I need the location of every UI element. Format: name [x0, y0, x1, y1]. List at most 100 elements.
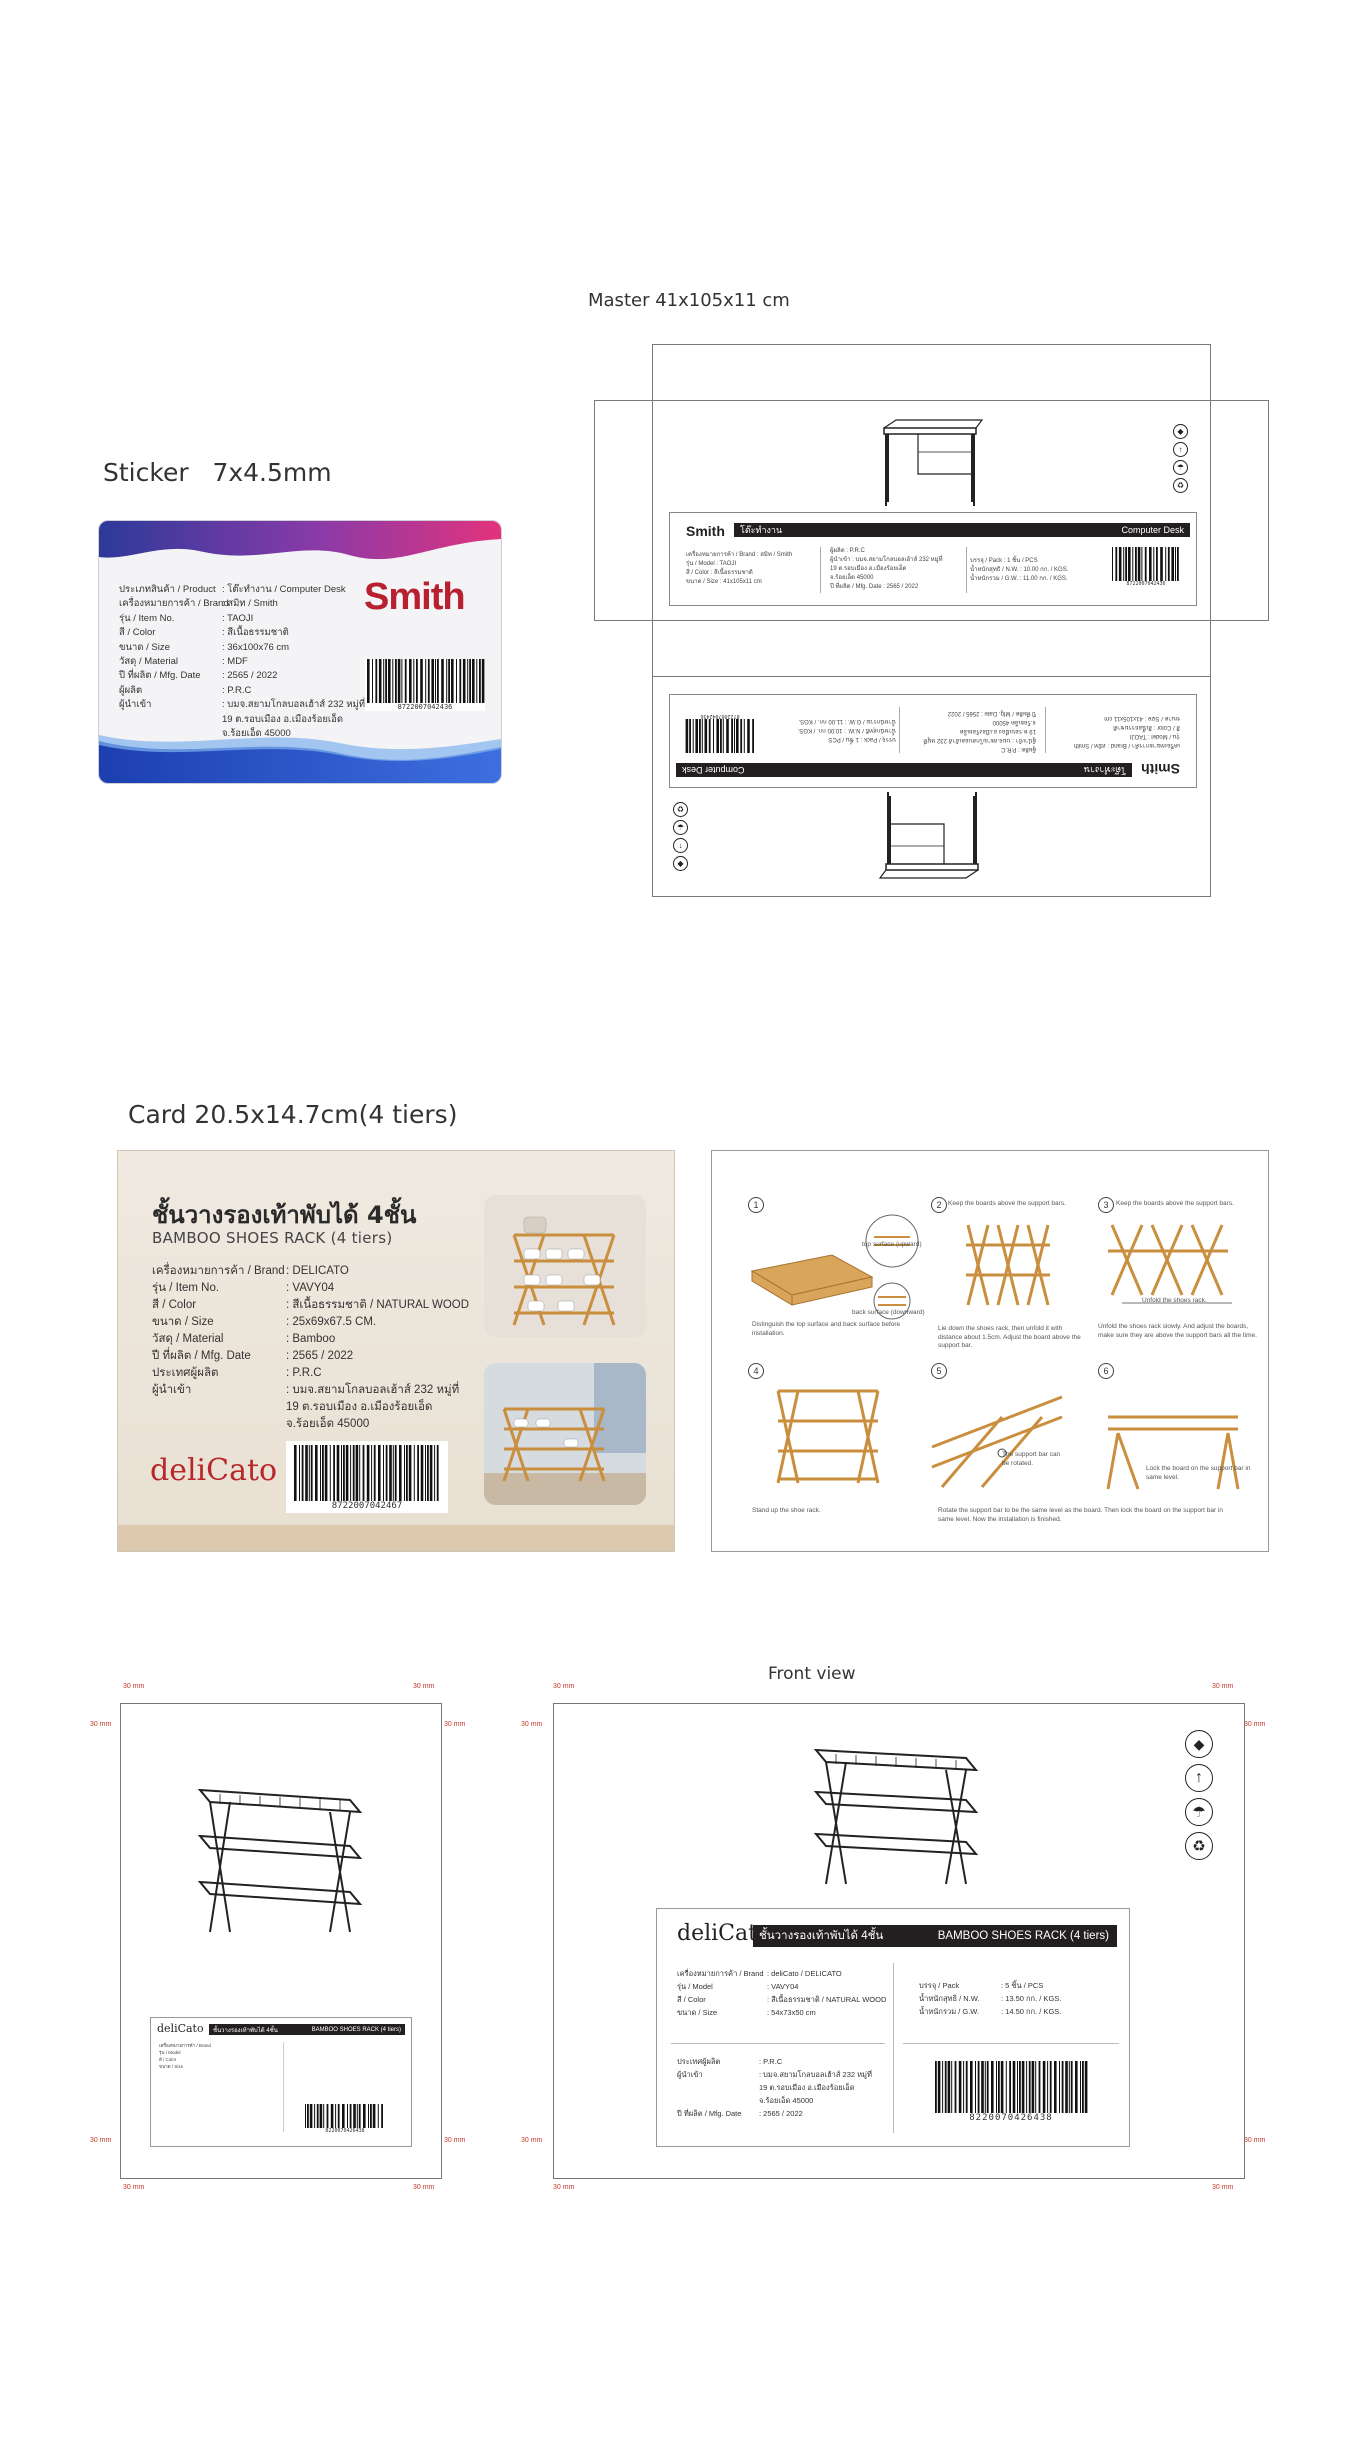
barcode-bar [399, 1445, 402, 1501]
barcode-bar [294, 1445, 297, 1501]
barcode-bar [301, 1445, 304, 1501]
delicato-logo: deliCato [150, 1453, 278, 1488]
barcode-bar [326, 2104, 329, 2128]
barcode-bar [305, 2104, 306, 2128]
sticker-info-rows: ประเภทสินค้า / Product: โต๊ะทำงาน / Comp… [119, 583, 365, 741]
step-number: 1 [748, 1197, 764, 1213]
dimension-mark: 30 mm [553, 1683, 575, 1690]
barcode-bar [1070, 2061, 1073, 2113]
barcode-bar [352, 1445, 355, 1501]
master-heading: Master 41x105x11 cm [588, 290, 790, 311]
barcode-bar [704, 719, 708, 753]
barcode-bar [413, 1445, 415, 1501]
barcode-bar [942, 2061, 944, 2113]
barcode-bar [951, 2061, 953, 2113]
barcode-bar [1171, 547, 1174, 581]
card-row: ประเทศผู้ผลิต: P.R.C [152, 1367, 322, 1379]
step1-illustration [750, 1214, 919, 1320]
dimension-mark: 30 mm [123, 1683, 145, 1690]
barcode-bar [310, 1445, 313, 1501]
barcode-bar [998, 2061, 1000, 2113]
step3-caption: Unfold the shoes rack slowly. And adjust… [1098, 1323, 1257, 1339]
dimension-mark: 30 mm [1244, 1721, 1266, 1728]
barcode-bar [1065, 2061, 1068, 2113]
barcode-bar [1160, 547, 1163, 581]
barcode-bar [330, 2104, 334, 2128]
this-side-up-icon: ↑ [1173, 442, 1188, 457]
barcode-bar [434, 1445, 436, 1501]
barcode-bar [397, 659, 401, 703]
barcode-bar [366, 1445, 370, 1501]
barcode-bar [429, 1445, 433, 1501]
barcode-bar [409, 659, 412, 703]
product-card: ชั้นวางรองเท้าพับได้ 4ชั้น BAMBOO SHOES … [117, 1150, 675, 1552]
master-brand: Smith [686, 523, 725, 539]
master-rows-left-rotated: เครื่องหมายการค้า / Brand : สมิท / Smith… [1073, 715, 1180, 748]
master-barcode-rotated: 8722007042436 [684, 713, 756, 753]
barcode-bar [1017, 2061, 1018, 2113]
sticker-label: Smith ประเภทสินค้า / Product: โต๊ะทำงาน … [98, 520, 502, 784]
card-row: สี / Color: สีเนื้อธรรมชาติ / NATURAL WO… [152, 1299, 470, 1311]
step5-illustration [931, 1395, 1063, 1488]
barcode-bar [1175, 547, 1176, 581]
barcode-bar [996, 2061, 997, 2113]
barcode-bar [1019, 2061, 1021, 2113]
barcode-bar [1115, 547, 1118, 581]
barcode-bar [389, 1445, 392, 1501]
barcode-bar [323, 2104, 325, 2128]
sticker-wave-graphic [99, 521, 501, 783]
master-rows-left: เครื่องหมายการค้า / Brand : สมิท / Smith… [686, 552, 793, 585]
dimension-mark: 30 mm [1212, 1683, 1234, 1690]
card-row: ปี ที่ผลิต / Mfg. Date: 2565 / 2022 [152, 1350, 354, 1362]
barcode-bar [467, 659, 469, 703]
barcode-bar [747, 719, 750, 753]
barcode-bar [350, 1445, 352, 1501]
barcode-bar [984, 2061, 986, 2113]
barcode-bar [437, 659, 439, 703]
barcode-bar [404, 1445, 405, 1501]
step-number: 4 [748, 1363, 764, 1379]
barcode-bar [446, 659, 448, 703]
dimension-mark: 30 mm [90, 1721, 112, 1728]
dimension-mark: 30 mm [521, 2137, 543, 2144]
barcode-bar [408, 1445, 412, 1501]
barcode-bar [695, 719, 698, 753]
sticker-row: จ.ร้อยเอ็ด 45000 [222, 728, 291, 740]
barcode-bar [392, 659, 394, 703]
card-heading: Card 20.5x14.7cm(4 tiers) [128, 1100, 458, 1129]
barcode-bar [1177, 547, 1179, 581]
barcode-bar [726, 719, 729, 753]
barcode-bar [1031, 2061, 1035, 2113]
card-info-rows: เครื่องหมายการค้า / Brand: DELICATO รุ่น… [152, 1263, 469, 1433]
barcode-bar [315, 1445, 318, 1501]
barcode-bar [472, 659, 475, 703]
barcode-bar [427, 1445, 429, 1501]
barcode-bar [345, 1445, 349, 1501]
step4-caption: Stand up the shoe rack. [752, 1507, 821, 1514]
barcode-bar [336, 1445, 340, 1501]
instruction-sheet: 1 2 3 4 5 6 top surface (upward) back su… [711, 1150, 1269, 1552]
step-number: 3 [1098, 1197, 1114, 1213]
barcode-bar [1082, 2061, 1084, 2113]
dimension-mark: 30 mm [1212, 2184, 1234, 2191]
master-product: Computer Desk [1121, 525, 1184, 535]
product-photo-shoes [484, 1195, 646, 1337]
dimension-mark: 30 mm [444, 1721, 466, 1728]
barcode-bar [349, 2104, 352, 2128]
barcode-bar [435, 659, 436, 703]
barcode-bar [370, 2104, 372, 2128]
barcode-bar [1123, 547, 1125, 581]
barcode-bar [308, 1445, 310, 1501]
barcode-bar [1021, 2061, 1025, 2113]
sticker-row: ขนาด / Size: 36x100x76 cm [119, 641, 290, 653]
step1-caption: Distinguish the top surface and back sur… [752, 1321, 901, 1337]
barcode-bar [307, 2104, 309, 2128]
card-title-th: ชั้นวางรองเท้าพับได้ 4ชั้น [152, 1201, 417, 1229]
barcode-bar [299, 1445, 300, 1501]
barcode-bar [1144, 547, 1147, 581]
barcode-bar [459, 659, 462, 703]
fragile-icon: ◆ [1185, 1730, 1213, 1758]
front-rows-right: บรรจุ / Pack: 5 ชิ้น / PCS น้ำหนักสุทธิ … [919, 1981, 1062, 2016]
